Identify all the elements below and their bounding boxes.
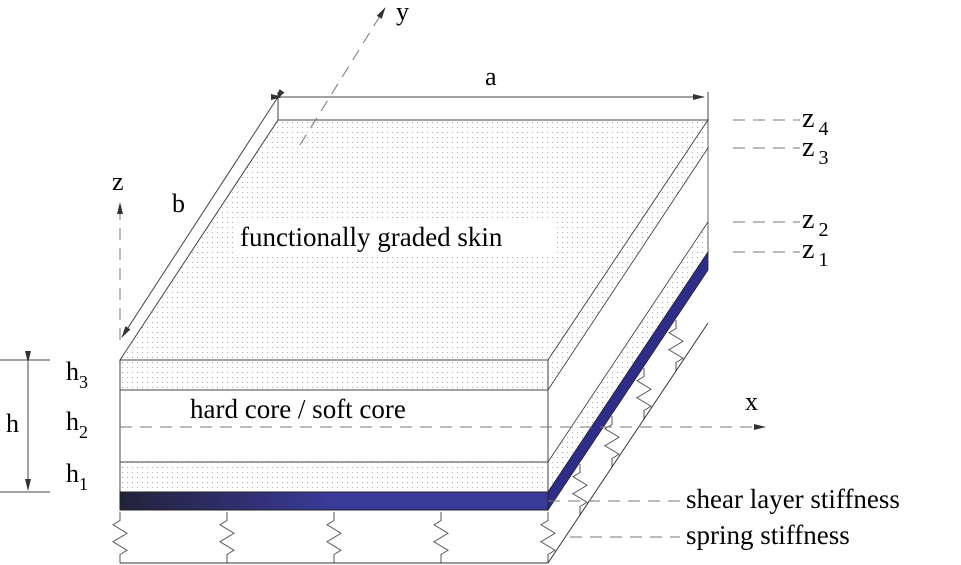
h3-label: h3 <box>66 357 88 392</box>
spring-icon <box>219 512 235 563</box>
spring-icon <box>604 416 620 467</box>
spring-icon <box>433 512 449 563</box>
spring-icon <box>668 320 684 371</box>
spring-icon <box>112 512 128 563</box>
spring-icon <box>572 464 588 515</box>
front-bottom-skin <box>119 461 549 493</box>
springs <box>112 320 684 563</box>
h2-label: h2 <box>66 407 88 442</box>
dimension-b <box>121 89 285 338</box>
core-label: hard core / soft core <box>190 394 406 424</box>
z-axis-label: z <box>112 167 124 196</box>
y-axis <box>299 7 386 146</box>
front-core <box>119 389 549 463</box>
h1-label: h1 <box>66 459 88 494</box>
dimension-b-label: b <box>172 189 185 218</box>
spring-icon <box>636 368 652 419</box>
foundation-base-side <box>547 322 709 564</box>
front-shear-layer <box>119 491 549 511</box>
spring-label: spring stiffness <box>686 520 850 550</box>
front-top-skin <box>119 359 549 391</box>
spring-icon <box>326 512 342 563</box>
spring-icon <box>540 512 556 563</box>
dimension-a-label: a <box>485 62 497 91</box>
x-axis-label: x <box>745 387 758 416</box>
y-axis-label: y <box>396 0 409 26</box>
skin-label: functionally graded skin <box>240 222 503 252</box>
shear-layer-label: shear layer stiffness <box>686 484 900 514</box>
dimension-h-label: h <box>6 409 19 438</box>
